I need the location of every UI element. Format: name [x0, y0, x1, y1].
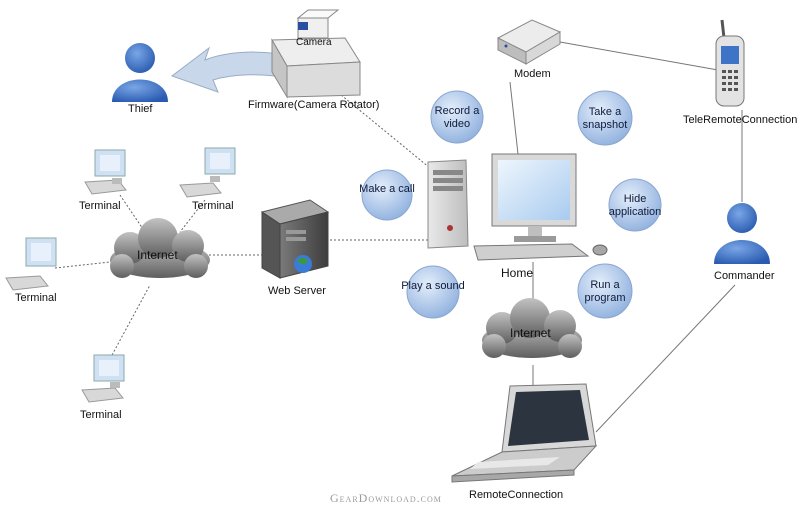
internet-cloud-left-icon	[110, 218, 210, 278]
home-monitor-icon	[473, 153, 608, 261]
bubble-take-snapshot	[577, 90, 633, 146]
bubble-run-program	[577, 263, 633, 319]
cell-phone-icon	[715, 19, 745, 107]
watermark: GearDownload.com	[330, 491, 442, 505]
label-firmware: Firmware(Camera Rotator)	[248, 99, 380, 111]
label-home: Home	[501, 266, 534, 280]
bubble-label-record-video: Record a video	[434, 105, 480, 130]
label-thief: Thief	[128, 103, 153, 115]
label-terminal-bottom: Terminal	[80, 409, 122, 421]
label-remote-connection: RemoteConnection	[469, 489, 564, 501]
modem-icon	[496, 19, 562, 65]
video-feed-arrow	[170, 46, 301, 93]
commander-person-icon	[714, 203, 770, 264]
label-terminal-tl: Terminal	[79, 200, 121, 212]
bubble-label-make-call: Make a call	[359, 183, 415, 195]
label-commander: Commander	[714, 270, 775, 282]
bubble-make-call	[361, 169, 413, 221]
bubble-record-video	[430, 90, 484, 144]
label-web-server: Web Server	[268, 285, 326, 297]
thief-person-icon	[112, 43, 168, 102]
bubble-label-hide-application: Hide application	[608, 193, 662, 218]
home-tower-icon	[427, 159, 469, 249]
label-internet-left: Internet	[137, 248, 178, 262]
terminal-icons	[5, 147, 236, 403]
connection-lines	[54, 41, 743, 433]
bubble-hide-application	[608, 178, 662, 232]
bubble-label-play-sound: Play a sound	[401, 280, 465, 292]
remote-laptop-icon	[451, 383, 598, 483]
label-tele-remote: TeleRemoteConnection	[683, 114, 798, 126]
bubble-label-take-snapshot: Take a snapshot	[582, 106, 628, 131]
camera-firmware-icon	[271, 9, 361, 99]
action-bubbles	[361, 90, 662, 319]
internet-cloud-right-icon	[482, 298, 582, 358]
bubble-label-run-program: Run a program	[584, 279, 626, 304]
label-terminal-tr: Terminal	[192, 200, 234, 212]
bubble-play-sound	[406, 265, 460, 319]
label-modem: Modem	[514, 68, 551, 80]
label-camera: Camera	[296, 37, 332, 48]
label-terminal-l: Terminal	[15, 292, 57, 304]
label-internet-right: Internet	[510, 326, 551, 340]
web-server-icon	[260, 199, 330, 279]
